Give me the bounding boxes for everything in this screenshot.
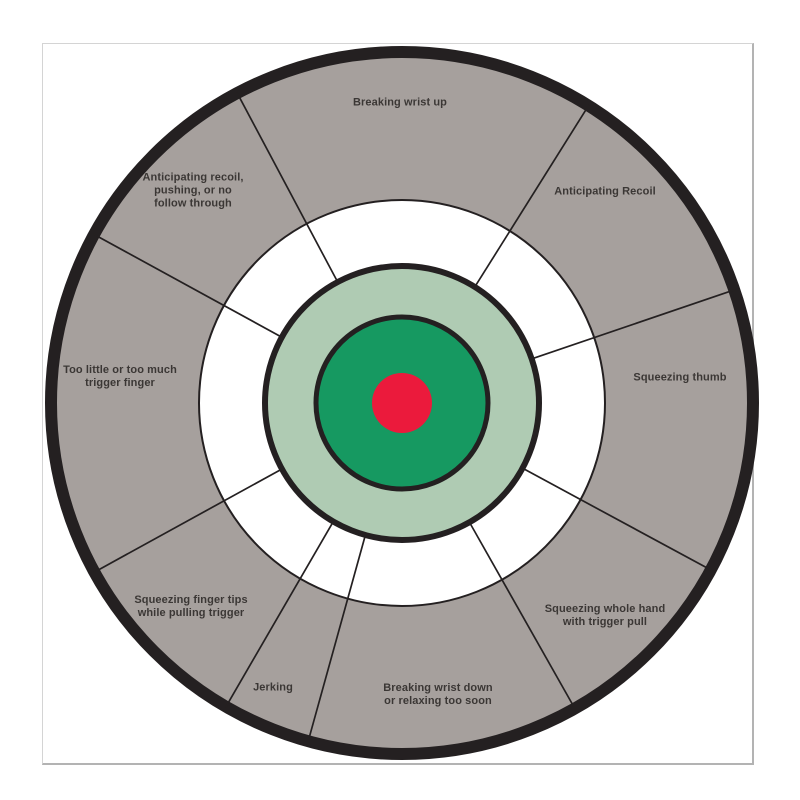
segment-divider-line	[522, 467, 713, 572]
segment-divider-line	[307, 535, 366, 743]
segment-divider-line	[224, 521, 334, 708]
segment-divider-line	[93, 468, 282, 574]
segment-divider-line	[235, 91, 338, 282]
segment-divider-line	[474, 104, 590, 287]
segment-divider-line	[469, 522, 577, 710]
segment-divider-line	[92, 233, 282, 338]
red-bullseye	[372, 373, 432, 433]
segment-divider-line	[532, 288, 736, 360]
